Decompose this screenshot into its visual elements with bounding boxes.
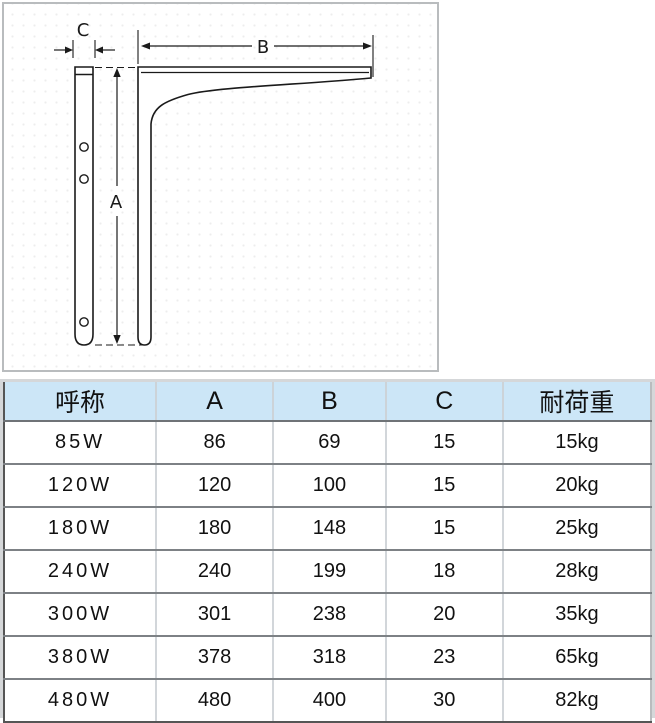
table-row: 240W 240 199 18 28kg bbox=[2, 550, 653, 594]
cell-load: 15kg bbox=[501, 421, 653, 465]
cell-name: 480W bbox=[2, 679, 158, 723]
screw-hole-bottom bbox=[79, 317, 89, 327]
cell-c: 20 bbox=[384, 593, 504, 637]
dim-label-a: A bbox=[110, 192, 123, 213]
header-name: 呼称 bbox=[2, 382, 158, 422]
cell-b: 318 bbox=[272, 636, 387, 680]
cell-b: 69 bbox=[272, 421, 387, 465]
cell-a: 240 bbox=[155, 550, 275, 594]
header-c: C bbox=[384, 382, 504, 422]
table-row: 480W 480 400 30 82kg bbox=[2, 679, 653, 723]
screw-hole-middle bbox=[79, 174, 89, 184]
table-row: 120W 120 100 15 20kg bbox=[2, 464, 653, 508]
cell-b: 199 bbox=[272, 550, 387, 594]
spec-table: 呼称 A B C 耐荷重 85W 86 69 15 15kg 120W 120 … bbox=[2, 382, 653, 723]
cell-load: 28kg bbox=[501, 550, 653, 594]
header-a: A bbox=[155, 382, 275, 422]
cell-b: 238 bbox=[272, 593, 387, 637]
spec-table-frame: 呼称 A B C 耐荷重 85W 86 69 15 15kg 120W 120 … bbox=[0, 379, 655, 723]
cell-c: 15 bbox=[384, 464, 504, 508]
dimension-arrowheads bbox=[65, 42, 372, 344]
screw-hole-top bbox=[79, 142, 89, 152]
cell-c: 18 bbox=[384, 550, 504, 594]
cell-load: 20kg bbox=[501, 464, 653, 508]
wall-plate-shape bbox=[74, 66, 94, 346]
table-row: 300W 301 238 20 35kg bbox=[2, 593, 653, 637]
bracket-diagram: C B A bbox=[2, 2, 439, 372]
cell-name: 180W bbox=[2, 507, 158, 551]
dim-label-c: C bbox=[77, 20, 90, 41]
cell-a: 86 bbox=[155, 421, 275, 465]
cell-b: 148 bbox=[272, 507, 387, 551]
table-row: 380W 378 318 23 65kg bbox=[2, 636, 653, 680]
cell-load: 82kg bbox=[501, 679, 653, 723]
bracket-arm-shape bbox=[137, 66, 372, 346]
table-row: 85W 86 69 15 15kg bbox=[2, 421, 653, 465]
cell-a: 180 bbox=[155, 507, 275, 551]
table-row: 180W 180 148 15 25kg bbox=[2, 507, 653, 551]
cell-load: 25kg bbox=[501, 507, 653, 551]
bracket-diagram-svg: C B A bbox=[54, 20, 374, 346]
dim-label-b: B bbox=[257, 37, 269, 58]
cell-name: 300W bbox=[2, 593, 158, 637]
cell-load: 35kg bbox=[501, 593, 653, 637]
cell-name: 240W bbox=[2, 550, 158, 594]
cell-name: 85W bbox=[2, 421, 158, 465]
cell-c: 15 bbox=[384, 507, 504, 551]
cell-c: 15 bbox=[384, 421, 504, 465]
extension-lines bbox=[72, 30, 374, 346]
cell-a: 120 bbox=[155, 464, 275, 508]
header-b: B bbox=[272, 382, 387, 422]
cell-load: 65kg bbox=[501, 636, 653, 680]
cell-a: 378 bbox=[155, 636, 275, 680]
cell-b: 400 bbox=[272, 679, 387, 723]
cell-a: 301 bbox=[155, 593, 275, 637]
cell-b: 100 bbox=[272, 464, 387, 508]
cell-name: 380W bbox=[2, 636, 158, 680]
header-load: 耐荷重 bbox=[501, 382, 653, 422]
cell-a: 480 bbox=[155, 679, 275, 723]
cell-c: 30 bbox=[384, 679, 504, 723]
table-header-row: 呼称 A B C 耐荷重 bbox=[2, 382, 653, 422]
cell-name: 120W bbox=[2, 464, 158, 508]
cell-c: 23 bbox=[384, 636, 504, 680]
